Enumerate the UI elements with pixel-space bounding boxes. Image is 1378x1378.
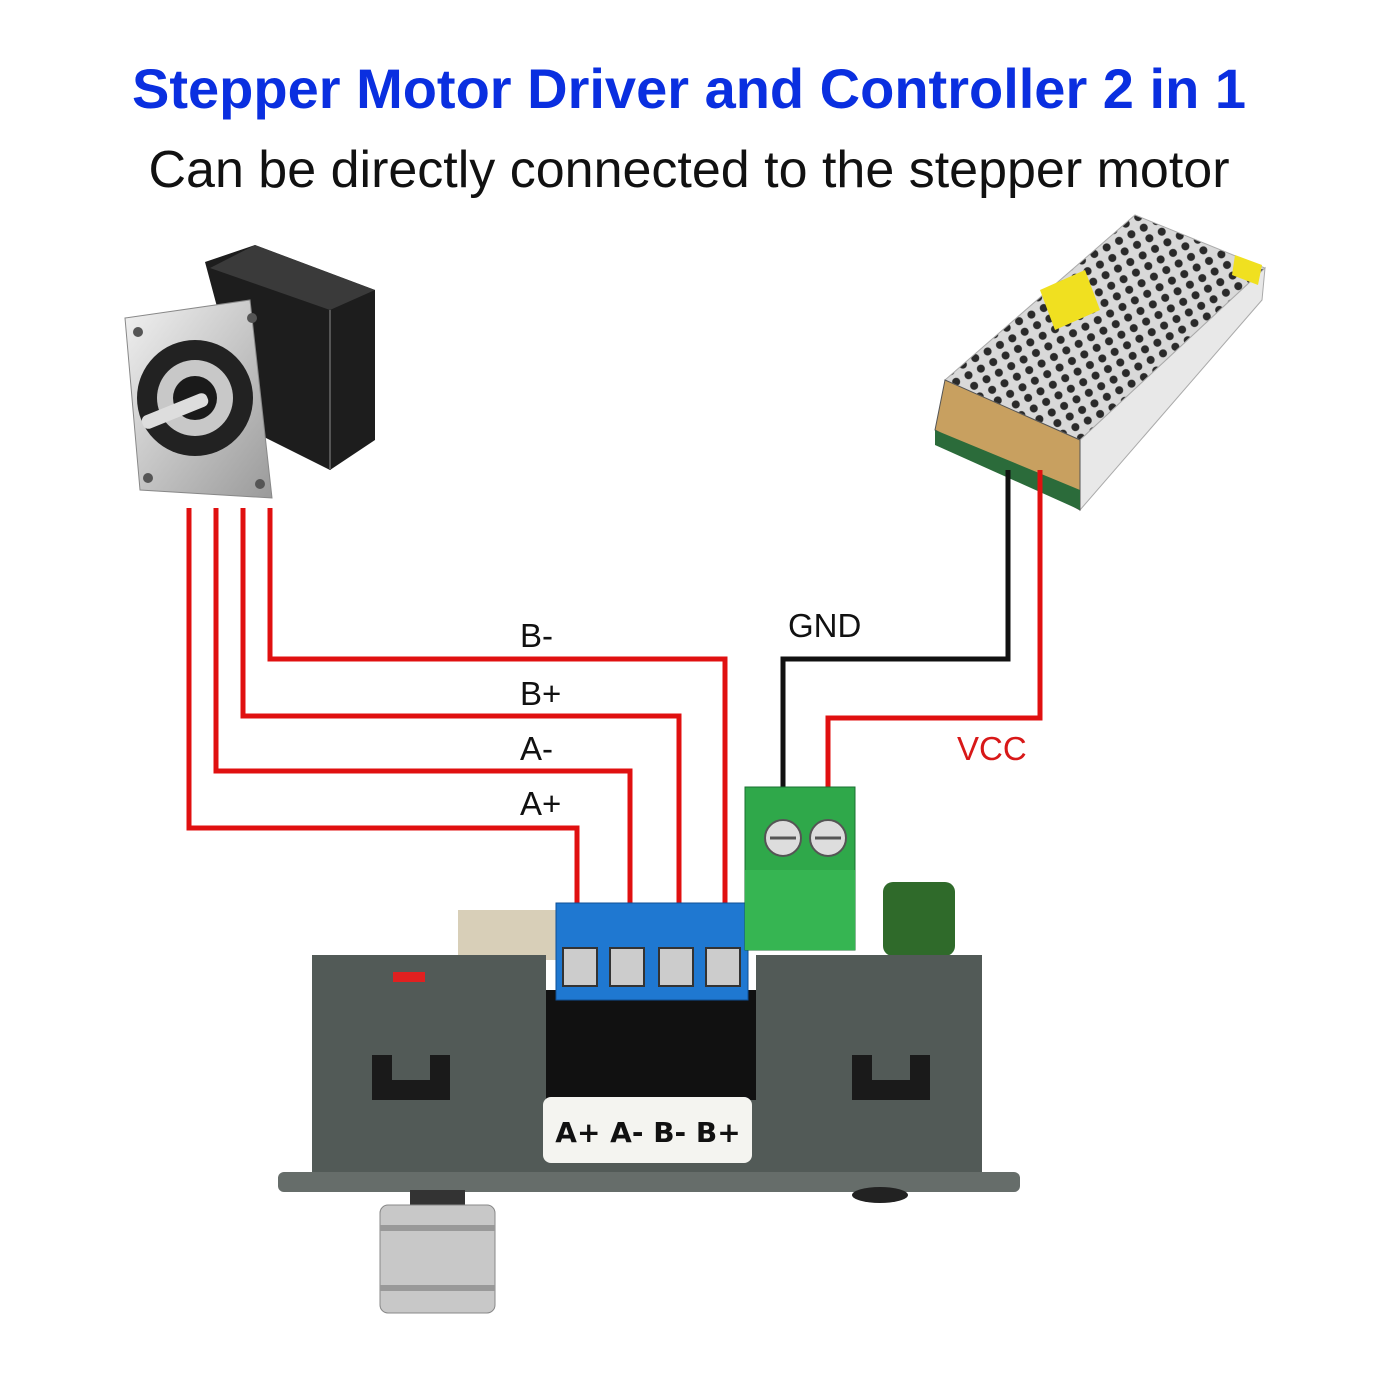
motor-terminal-block <box>555 902 749 1001</box>
capacitor <box>883 882 955 956</box>
driver-controller-module: A+ A- B- B+ <box>278 786 1020 1314</box>
power-supply <box>934 214 1266 512</box>
label-b-minus: B- <box>520 617 553 654</box>
label-a-plus: A+ <box>520 785 561 822</box>
label-vcc: VCC <box>957 730 1027 767</box>
label-b-plus: B+ <box>520 675 561 712</box>
terminal-label: A+ A- B- B+ <box>555 1116 740 1149</box>
label-a-minus: A- <box>520 730 553 767</box>
power-terminal-block <box>744 786 856 951</box>
wire-vcc <box>825 470 1043 832</box>
wire-a-minus <box>213 508 633 968</box>
stepper-motor <box>124 245 375 499</box>
label-gnd: GND <box>788 607 861 644</box>
wire-b-minus <box>267 508 728 968</box>
wire-a-plus <box>186 508 580 968</box>
wire-b-plus <box>240 508 682 968</box>
wire-gnd <box>780 470 1011 832</box>
rotary-knob[interactable] <box>379 1190 496 1314</box>
page-subtitle: Can be directly connected to the stepper… <box>148 141 1230 199</box>
page-title: Stepper Motor Driver and Controller 2 in… <box>132 57 1246 120</box>
